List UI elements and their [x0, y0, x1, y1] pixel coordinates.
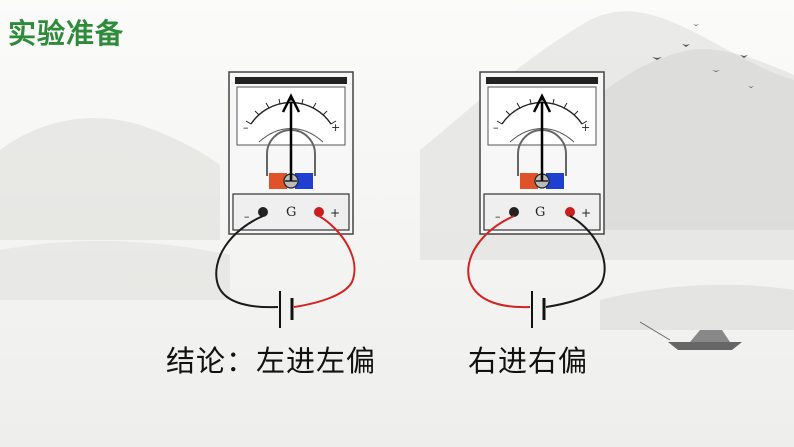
galvanometer-label: G [286, 205, 296, 220]
meter-scale-minus: – [243, 121, 249, 134]
wire-red [467, 215, 531, 309]
bird-icon [652, 57, 662, 60]
bird-icon [693, 24, 699, 26]
terminal-plus-label: + [330, 206, 340, 220]
bird-icon [712, 70, 720, 72]
wire-black [545, 215, 606, 308]
conclusion-left-caption: 结论：左进左偏 [166, 344, 377, 378]
bird-icon [682, 44, 690, 47]
meter-scale-plus: + [581, 121, 590, 134]
bird-icon [740, 55, 748, 58]
terminal-plus-label: + [581, 206, 591, 220]
terminal-minus-label: – [495, 210, 501, 223]
slide-title: 实验准备 [8, 17, 125, 50]
terminal-negative [258, 207, 268, 217]
fishing-boat-icon [639, 321, 742, 350]
meter-scale-plus: + [331, 121, 340, 134]
galvanometer-label: G [535, 205, 545, 220]
terminal-positive [314, 207, 324, 217]
terminal-minus-label: – [244, 210, 250, 223]
wire-black [215, 215, 279, 309]
meter-scale-minus: – [493, 121, 499, 134]
wire-red [293, 215, 356, 308]
terminal-negative [509, 207, 519, 217]
birds-group [652, 24, 754, 88]
conclusion-right-caption: 右进右偏 [468, 344, 589, 378]
bird-icon [748, 86, 754, 88]
terminal-positive [565, 207, 575, 217]
